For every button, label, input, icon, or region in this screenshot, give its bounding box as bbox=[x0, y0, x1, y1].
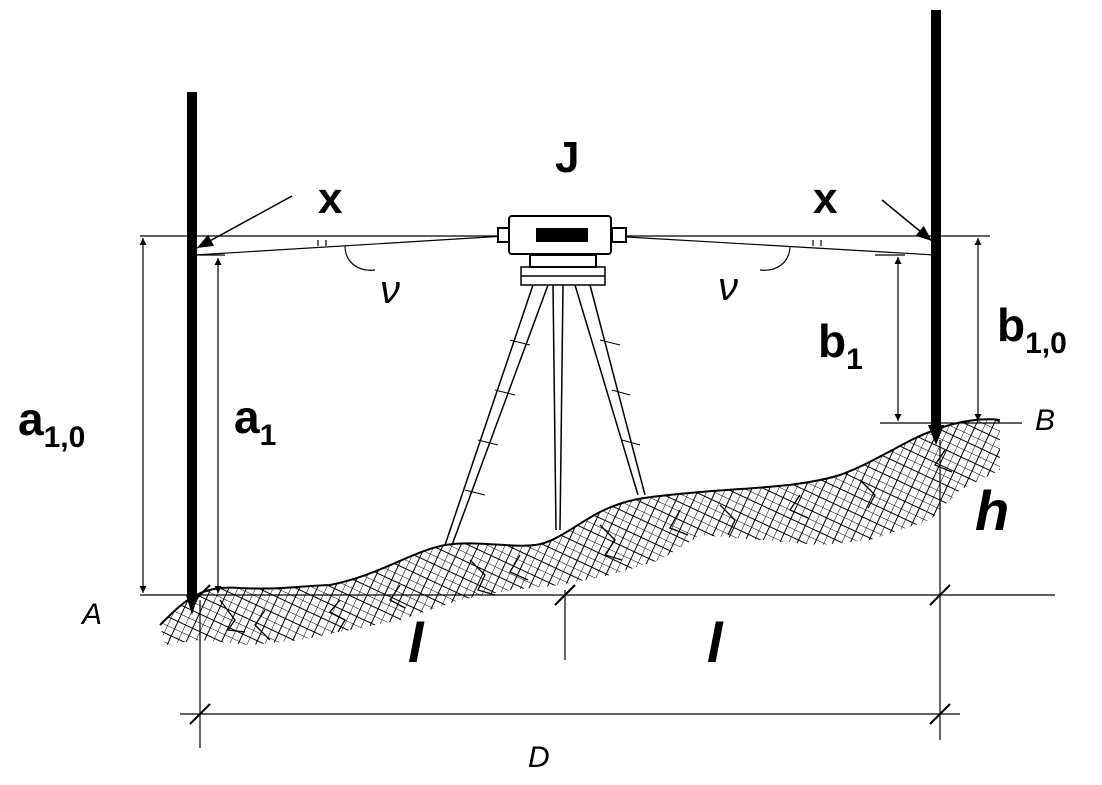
dimension-arrows bbox=[139, 238, 982, 593]
tripod bbox=[444, 266, 646, 546]
label-half-right: l bbox=[707, 611, 724, 674]
arrow-x-left bbox=[196, 195, 293, 249]
inclined-sight-lines bbox=[194, 235, 936, 271]
terrain-zigzags bbox=[219, 449, 953, 641]
ground-surface bbox=[159, 418, 1001, 626]
right-rod bbox=[928, 10, 944, 445]
arrow-x-right bbox=[881, 199, 933, 242]
label-point-b: B bbox=[1035, 404, 1055, 437]
terrain-hatching bbox=[160, 419, 1000, 645]
label-a1: a1 bbox=[234, 391, 276, 452]
distance-dimensions bbox=[180, 440, 960, 748]
label-nu-left: ν bbox=[380, 268, 400, 312]
label-point-a: A bbox=[80, 598, 102, 631]
label-b10: b1,0 bbox=[997, 299, 1067, 360]
label-a10: a1,0 bbox=[18, 393, 85, 454]
label-x-right: x bbox=[813, 174, 838, 223]
label-instrument: J bbox=[555, 133, 579, 182]
left-rod bbox=[186, 92, 198, 615]
label-b1: b1 bbox=[818, 315, 863, 376]
level-instrument bbox=[497, 215, 627, 268]
label-x-left: x bbox=[318, 174, 343, 223]
label-distance: D bbox=[528, 741, 550, 774]
label-nu-right: ν bbox=[718, 265, 738, 309]
label-height: h bbox=[975, 479, 1009, 542]
label-half-left: l bbox=[408, 611, 425, 674]
